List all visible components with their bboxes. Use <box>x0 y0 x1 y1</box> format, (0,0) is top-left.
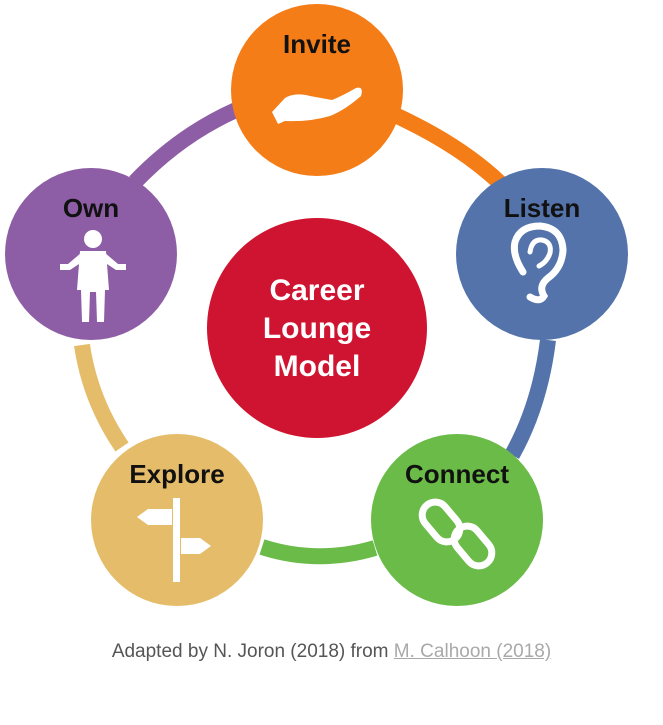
node-invite: Invite <box>231 4 403 176</box>
ring-segment-own-invite <box>129 102 240 188</box>
center-label-line-1: Career <box>269 274 364 307</box>
ring-segment-invite-listen <box>391 107 506 189</box>
chain-link-icon <box>418 498 496 570</box>
center-label-line-3: Model <box>274 350 361 383</box>
node-invite-label: Invite <box>283 29 351 59</box>
node-own: Own <box>5 168 177 340</box>
node-listen: Listen <box>456 168 628 340</box>
center-label-line-2: Lounge <box>263 312 371 345</box>
ring-segment-explore-own <box>74 343 129 452</box>
attribution-caption: Adapted by N. Joron (2018) from M. Calho… <box>0 641 663 663</box>
node-listen-label: Listen <box>504 193 581 223</box>
node-listen-circle <box>456 168 628 340</box>
ring-segments <box>74 102 556 565</box>
open-hand-icon <box>272 87 362 124</box>
signpost-icon <box>137 498 211 582</box>
node-connect: Connect <box>371 434 543 606</box>
node-invite-circle <box>231 4 403 176</box>
attribution-prefix: Adapted by N. Joron (2018) from <box>111 641 394 662</box>
ring-segment-connect-explore <box>259 539 378 565</box>
center-node: Career Lounge Model <box>207 218 427 438</box>
node-explore-label: Explore <box>129 459 224 489</box>
node-own-label: Own <box>63 193 119 223</box>
ear-icon <box>510 222 567 304</box>
attribution-source-link[interactable]: M. Calhoon (2018) <box>393 641 552 662</box>
ring-segment-listen-connect <box>505 339 556 459</box>
person-shrug-icon <box>60 230 126 322</box>
node-connect-label: Connect <box>405 459 509 489</box>
career-lounge-cycle-diagram: Career Lounge Model Invite Listen Connec… <box>5 4 628 606</box>
node-explore: Explore <box>91 434 263 606</box>
center-circle <box>207 218 427 438</box>
